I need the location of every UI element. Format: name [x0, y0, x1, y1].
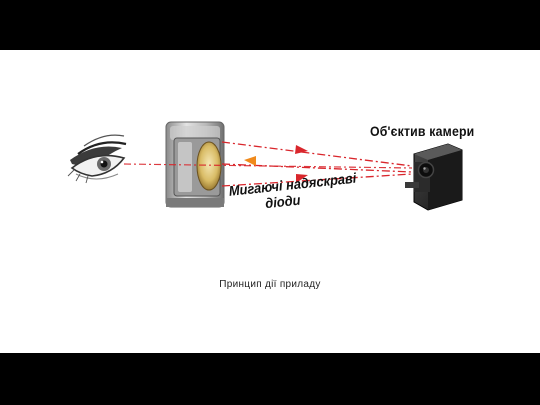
- beams: [123, 141, 413, 187]
- sight-line: [123, 163, 413, 169]
- arrow-return: [244, 156, 256, 166]
- principle-diagram: [67, 121, 463, 211]
- arrow-outgoing-lower: [296, 174, 308, 183]
- eye-icon: [67, 134, 127, 184]
- letterbox-top: [0, 0, 540, 50]
- diagram-caption: Принцип дії приладу: [219, 279, 321, 290]
- camera-icon: [405, 143, 463, 211]
- arrow-outgoing-upper: [295, 145, 308, 154]
- camera-lens-label: Об'єктив камери: [370, 123, 475, 139]
- slide: Об'єктив камери Мигаючі надяскраві діоди…: [0, 50, 540, 353]
- letterbox-bottom: [0, 353, 540, 405]
